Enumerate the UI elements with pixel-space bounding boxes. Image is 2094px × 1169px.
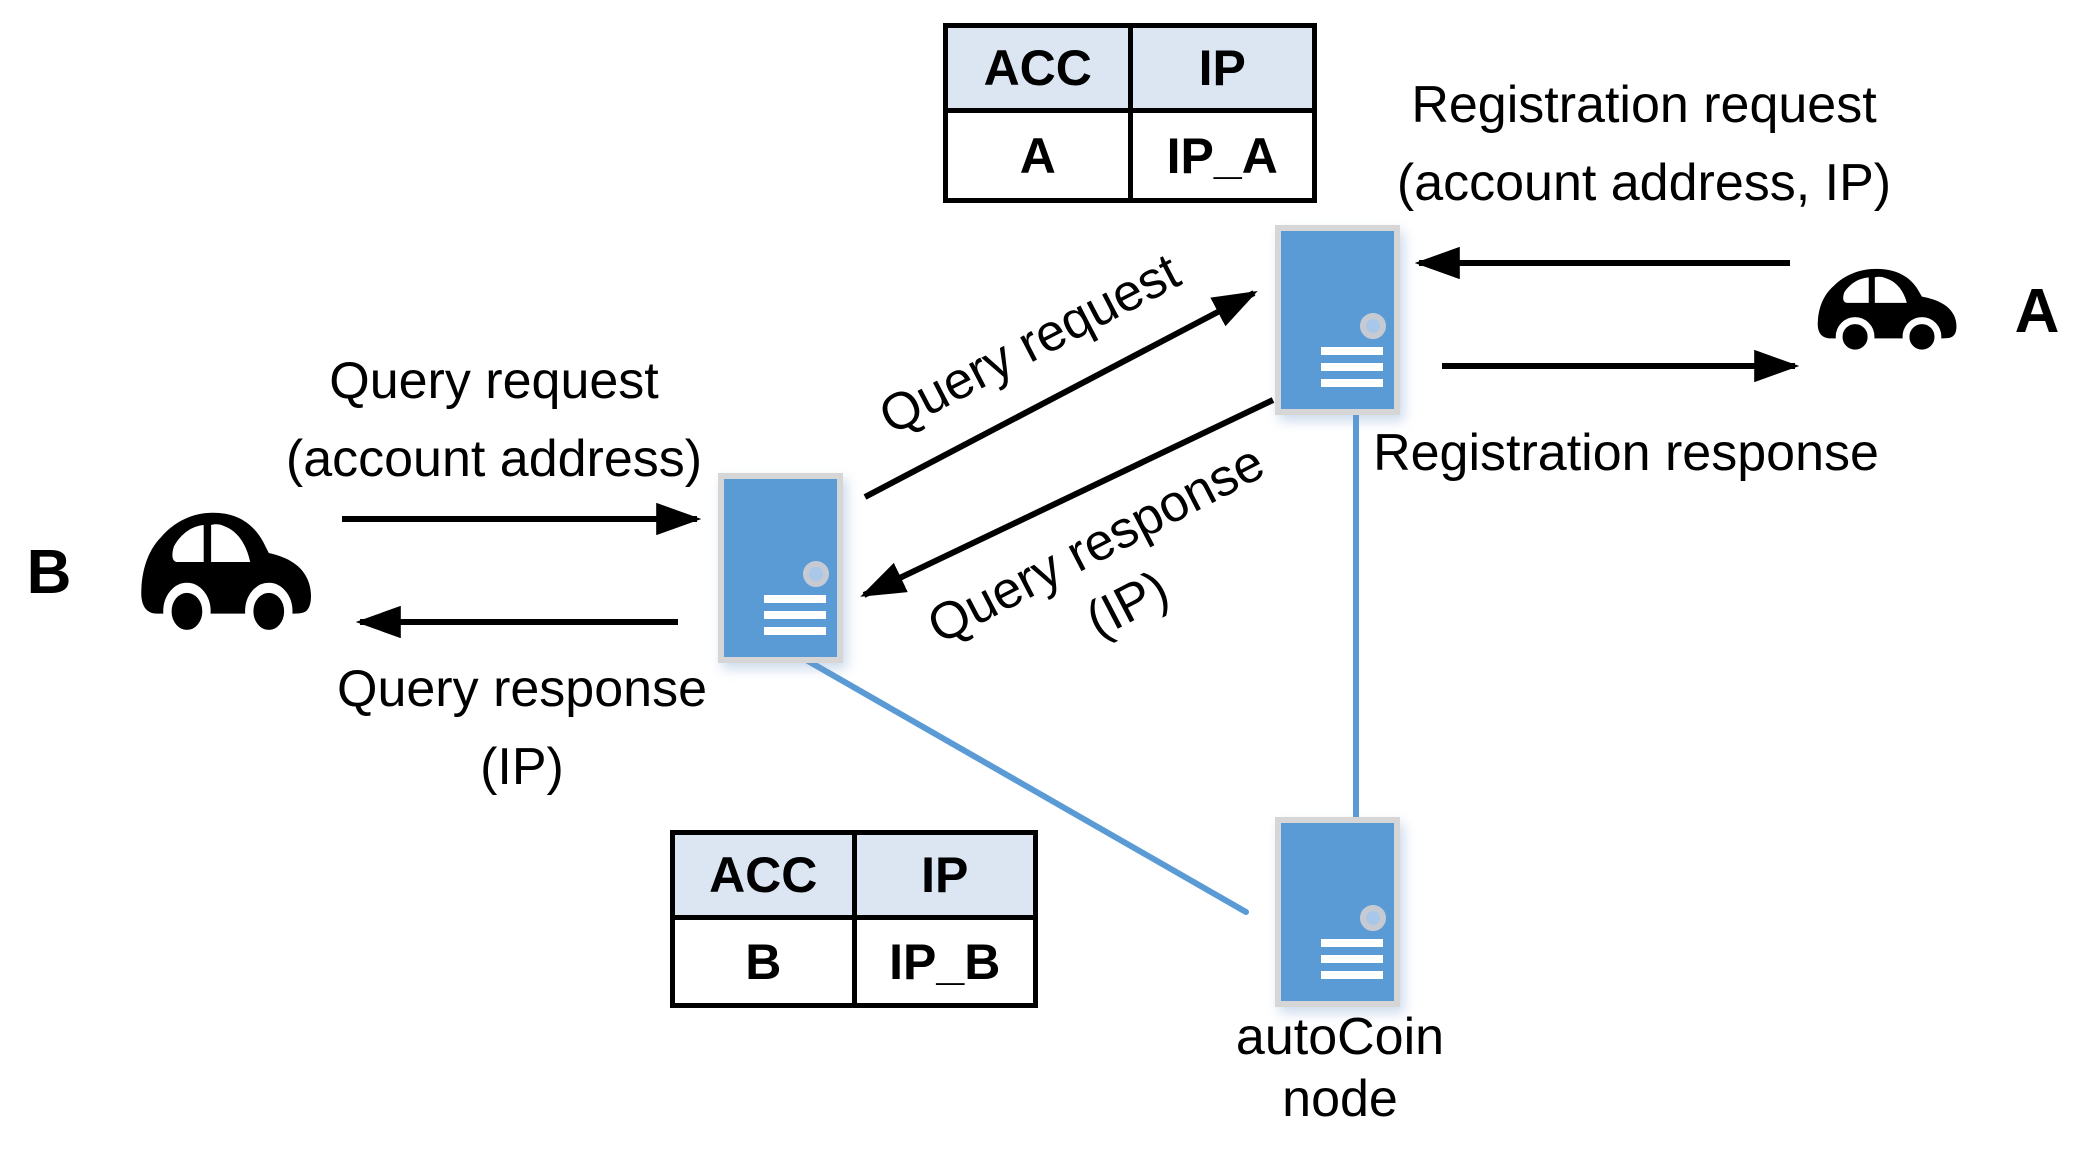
table-row: B IP_B xyxy=(670,915,1038,1008)
server-icon xyxy=(1275,817,1400,1007)
query-response-b-line1: Query response xyxy=(337,660,707,718)
query-request-b-line2: (account address) xyxy=(285,430,703,488)
car-icon xyxy=(141,512,311,640)
query-request-b-line1: Query request xyxy=(329,352,659,410)
table-a-cell-acc: A xyxy=(943,108,1133,203)
table-b-header-acc: ACC xyxy=(670,830,857,920)
acc-ip-table-b: ACC IP B IP_B xyxy=(670,830,1038,1008)
arrow-query-request-diagonal xyxy=(863,290,1258,500)
server-icon xyxy=(1275,225,1400,415)
registration-request-line1: Registration request xyxy=(1411,76,1877,134)
query-request-b-label: Query request (account address) xyxy=(144,342,844,498)
autocoin-node-line1: autoCoin xyxy=(1235,1008,1445,1066)
table-a-header-ip: IP xyxy=(1127,23,1317,113)
server-node-top xyxy=(1275,225,1400,415)
table-a-cell-ip: IP_A xyxy=(1127,108,1317,203)
table-row: A IP_A xyxy=(943,108,1317,203)
vehicle-b xyxy=(133,497,319,645)
server-icon xyxy=(718,473,843,663)
registration-request-label: Registration request (account address, I… xyxy=(1294,66,1994,222)
registration-response-label: Registration response xyxy=(1276,414,1976,492)
connector-left-to-autocoin xyxy=(805,658,1249,915)
acc-ip-table-a: ACC IP A IP_A xyxy=(943,23,1317,203)
vehicle-a-label: A xyxy=(2014,277,2060,346)
autocoin-node-label: autoCoin node xyxy=(1140,1006,1540,1131)
vehicle-b-label: B xyxy=(26,538,72,607)
table-a-header-acc: ACC xyxy=(943,23,1133,113)
server-node-left xyxy=(718,473,843,663)
car-icon xyxy=(1817,268,1957,357)
table-b-cell-ip: IP_B xyxy=(851,915,1038,1008)
vehicle-a xyxy=(1811,258,1963,360)
registration-request-line2: (account address, IP) xyxy=(1396,154,1892,212)
registration-response-line1: Registration response xyxy=(1373,424,1879,482)
arrow-query-response-diagonal xyxy=(860,397,1275,598)
query-response-b-label: Query response (IP) xyxy=(172,650,872,806)
query-response-b-line2: (IP) xyxy=(480,738,564,796)
server-node-autocoin xyxy=(1275,817,1400,1007)
table-b-cell-acc: B xyxy=(670,915,857,1008)
autocoin-node-line2: node xyxy=(1282,1070,1398,1129)
table-b-header-ip: IP xyxy=(851,830,1038,920)
